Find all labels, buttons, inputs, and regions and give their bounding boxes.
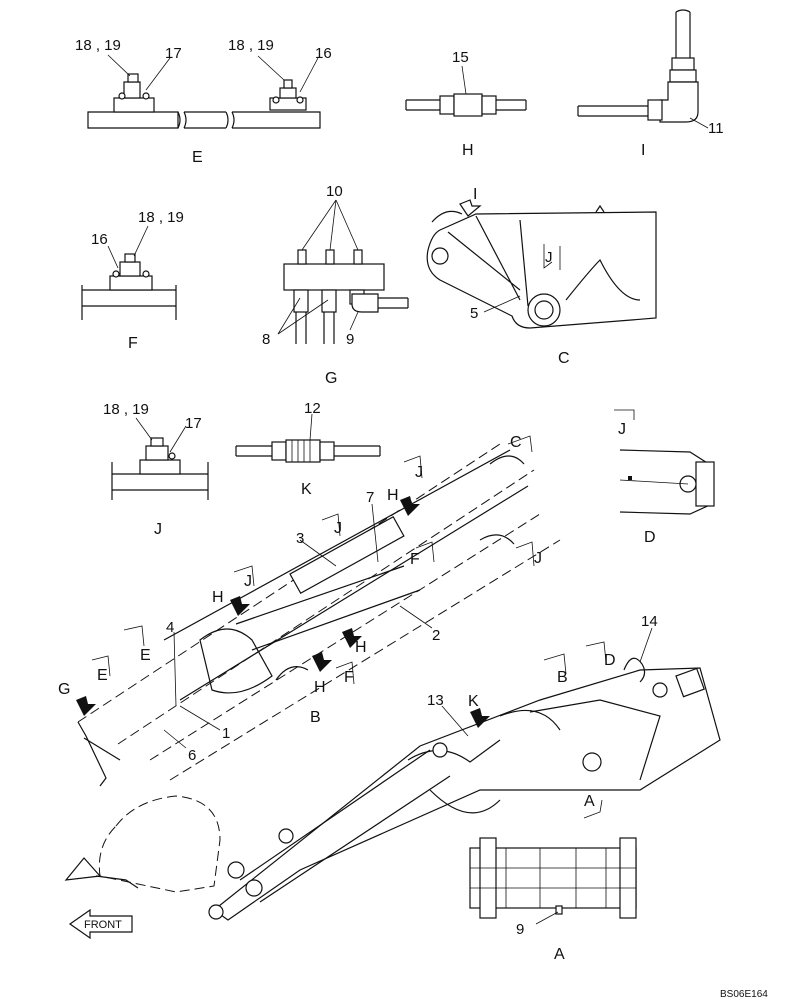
b-callout-h4: H <box>314 679 326 696</box>
callout-12: 12 <box>304 400 321 417</box>
callout-8: 8 <box>262 331 270 348</box>
callout-18-19-f: 18 , 19 <box>138 209 184 226</box>
view-f-label: F <box>128 335 138 352</box>
callout-17-e: 17 <box>165 45 182 62</box>
callout-5: 5 <box>470 305 478 322</box>
view-a-label: A <box>554 946 565 963</box>
view-c-label: C <box>558 350 570 367</box>
view-b: C J H 7 3 J F J 2 J H E E 4 H F H G 1 6 … <box>58 434 561 787</box>
view-b-label: B <box>310 709 321 726</box>
callout-1: 1 <box>222 725 230 742</box>
view-a: 14 B D 13 K A <box>64 613 721 921</box>
a-callout-b: B <box>557 669 568 686</box>
view-e-label: E <box>192 149 203 166</box>
callout-17-j: 17 <box>185 415 202 432</box>
b-callout-c: C <box>510 434 522 451</box>
drawing-code: BS06E164 <box>720 989 768 1000</box>
b-callout-j2: J <box>334 520 342 537</box>
view-g: 10 8 9 G <box>262 183 409 387</box>
view-c: I J 5 C <box>426 186 657 367</box>
view-a-detail: 9 A <box>469 837 637 963</box>
view-k: 12 K <box>235 400 381 498</box>
view-g-label: G <box>325 370 337 387</box>
b-callout-j1: J <box>415 464 423 481</box>
d-callout-j: J <box>618 421 626 438</box>
callout-4: 4 <box>166 619 174 636</box>
b-callout-e2: E <box>97 667 108 684</box>
callout-10: 10 <box>326 183 343 200</box>
callout-2: 2 <box>432 627 440 644</box>
callout-14: 14 <box>641 613 658 630</box>
front-label: FRONT <box>84 919 122 931</box>
callout-18-19-e2: 18 , 19 <box>228 37 274 54</box>
front-arrow: FRONT <box>68 908 133 940</box>
callout-15: 15 <box>452 49 469 66</box>
view-h-label: H <box>462 142 474 159</box>
b-callout-j3: J <box>534 550 542 567</box>
view-j-label: J <box>154 521 162 538</box>
b-callout-h3: H <box>355 639 367 656</box>
view-j: 18 , 19 17 J <box>103 401 209 538</box>
a-callout-a: A <box>584 793 595 810</box>
view-h: 15 H <box>405 49 527 159</box>
view-i: 11 I <box>577 9 724 159</box>
callout-11: 11 <box>708 120 724 137</box>
callout-3: 3 <box>296 530 304 547</box>
b-callout-f1: F <box>410 551 420 568</box>
a-callout-k: K <box>468 693 479 710</box>
b-callout-h1: H <box>387 487 399 504</box>
callout-16-f: 16 <box>91 231 108 248</box>
view-d-label: D <box>644 529 656 546</box>
view-e: 18 , 19 17 18 , 19 16 E <box>75 37 332 166</box>
b-callout-f2: F <box>344 669 354 686</box>
b-callout-h2: H <box>212 589 224 606</box>
callout-6: 6 <box>188 747 196 764</box>
view-k-label: K <box>301 481 312 498</box>
callout-9-a: 9 <box>516 921 524 938</box>
view-d: J D <box>614 409 715 546</box>
a-callout-d: D <box>604 652 616 669</box>
b-callout-j4: J <box>244 573 252 590</box>
c-callout-i: I <box>473 186 477 203</box>
c-callout-j: J <box>545 249 553 266</box>
view-f: 16 18 , 19 F <box>81 209 184 352</box>
callout-16-e: 16 <box>315 45 332 62</box>
callout-7: 7 <box>366 489 374 506</box>
callout-18-19-e1: 18 , 19 <box>75 37 121 54</box>
callout-13: 13 <box>427 692 444 709</box>
callout-18-19-j: 18 , 19 <box>103 401 149 418</box>
b-callout-g: G <box>58 681 70 698</box>
view-i-label: I <box>641 142 645 159</box>
b-callout-e1: E <box>140 647 151 664</box>
callout-9-g: 9 <box>346 331 354 348</box>
